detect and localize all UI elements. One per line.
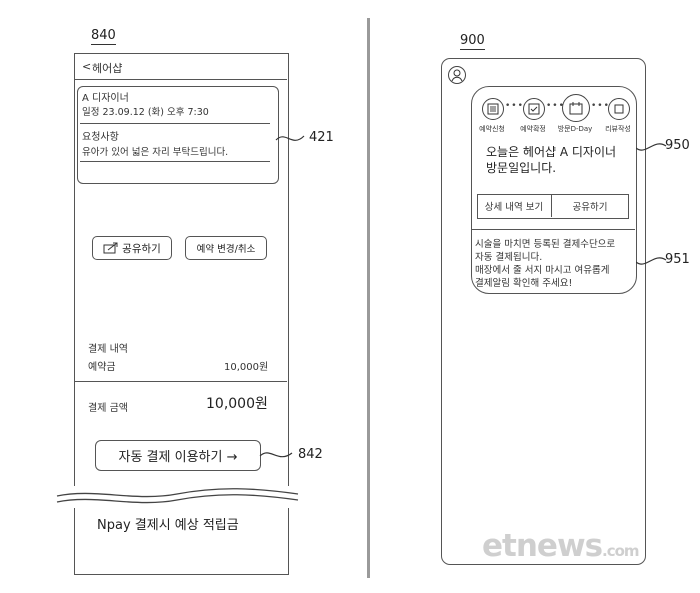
step-request-icon bbox=[482, 98, 504, 120]
deposit-label: 예약금 bbox=[88, 362, 116, 373]
total-value: 10,000원 bbox=[206, 396, 268, 412]
reservation-card bbox=[77, 86, 279, 184]
notice-divider bbox=[472, 229, 635, 230]
npay-reward-text: Npay 결제시 예상 적립금 bbox=[97, 518, 239, 533]
ref-421: 421 bbox=[309, 130, 334, 145]
step-review-icon bbox=[608, 98, 630, 120]
leader-line-842 bbox=[259, 452, 293, 458]
step-label-visit: 방문D-Day bbox=[557, 125, 593, 133]
ref-842: 842 bbox=[298, 447, 323, 462]
header-divider bbox=[75, 79, 287, 80]
deposit-value: 10,000원 bbox=[224, 362, 269, 373]
total-label: 결제 금액 bbox=[88, 403, 128, 414]
app-icon bbox=[451, 69, 463, 82]
figure-divider bbox=[367, 18, 370, 578]
notice-line-1: 시술을 마치면 등록된 결제수단으로 bbox=[475, 239, 616, 250]
ref-950: 950 bbox=[665, 138, 690, 153]
message-line-1: 오늘은 헤어샵 A 디자이너 bbox=[486, 145, 617, 159]
step-label-confirm: 예약확정 bbox=[520, 125, 546, 133]
message-line-2: 방문일입니다. bbox=[486, 161, 557, 175]
payment-divider bbox=[75, 381, 287, 382]
request-title: 요청사항 bbox=[82, 132, 119, 143]
notice-line-4: 결제알림 확인해 주세요! bbox=[475, 278, 573, 289]
detail-button[interactable]: 상세 내역 보기 bbox=[477, 194, 552, 217]
watermark-suffix: .com bbox=[602, 542, 640, 560]
break-lines bbox=[55, 486, 300, 508]
share-button-label: 공유하기 bbox=[122, 242, 161, 255]
step-visit-icon bbox=[562, 94, 590, 122]
figure-number-900: 900 bbox=[460, 33, 485, 50]
notification-card bbox=[471, 86, 637, 294]
designer-name: A 디자이너 bbox=[82, 93, 129, 104]
watermark-logo: etnews.com bbox=[482, 528, 640, 564]
ref-951: 951 bbox=[665, 252, 690, 267]
share-button-right[interactable]: 공유하기 bbox=[572, 201, 608, 213]
share-icon bbox=[103, 242, 118, 254]
notice-line-3: 매장에서 줄 서지 마시고 여유롭게 bbox=[475, 265, 610, 276]
step-connector: ••• bbox=[546, 101, 565, 111]
request-underline bbox=[80, 161, 270, 162]
share-button[interactable]: 공유하기 bbox=[92, 236, 172, 260]
watermark-brand: etnews bbox=[482, 528, 603, 564]
card-divider bbox=[80, 123, 270, 124]
change-cancel-button[interactable]: 예약 변경/취소 bbox=[185, 236, 267, 260]
payment-title: 결제 내역 bbox=[88, 344, 128, 355]
step-confirm-icon bbox=[523, 98, 545, 120]
button-group bbox=[477, 194, 629, 219]
schedule-text: 일정 23.09.12 (화) 오후 7:30 bbox=[82, 107, 209, 118]
step-connector: ••• bbox=[591, 101, 610, 111]
notice-line-2: 자동 결제됩니다. bbox=[475, 252, 543, 263]
back-button[interactable]: < bbox=[82, 60, 92, 73]
step-connector: ••• bbox=[505, 101, 524, 111]
header-title: 헤어샵 bbox=[92, 62, 123, 75]
app-avatar bbox=[448, 66, 466, 84]
step-label-request: 예약신청 bbox=[479, 125, 505, 133]
leader-line-421 bbox=[275, 135, 305, 141]
leader-line-951 bbox=[636, 257, 667, 265]
figure-number-840: 840 bbox=[91, 28, 116, 45]
request-text: 유아가 있어 넓은 자리 부탁드립니다. bbox=[82, 147, 229, 158]
step-label-review: 리뷰작성 bbox=[605, 125, 631, 133]
auto-pay-button[interactable]: 자동 결제 이용하기 → bbox=[95, 440, 261, 471]
leader-line-950 bbox=[636, 143, 667, 151]
